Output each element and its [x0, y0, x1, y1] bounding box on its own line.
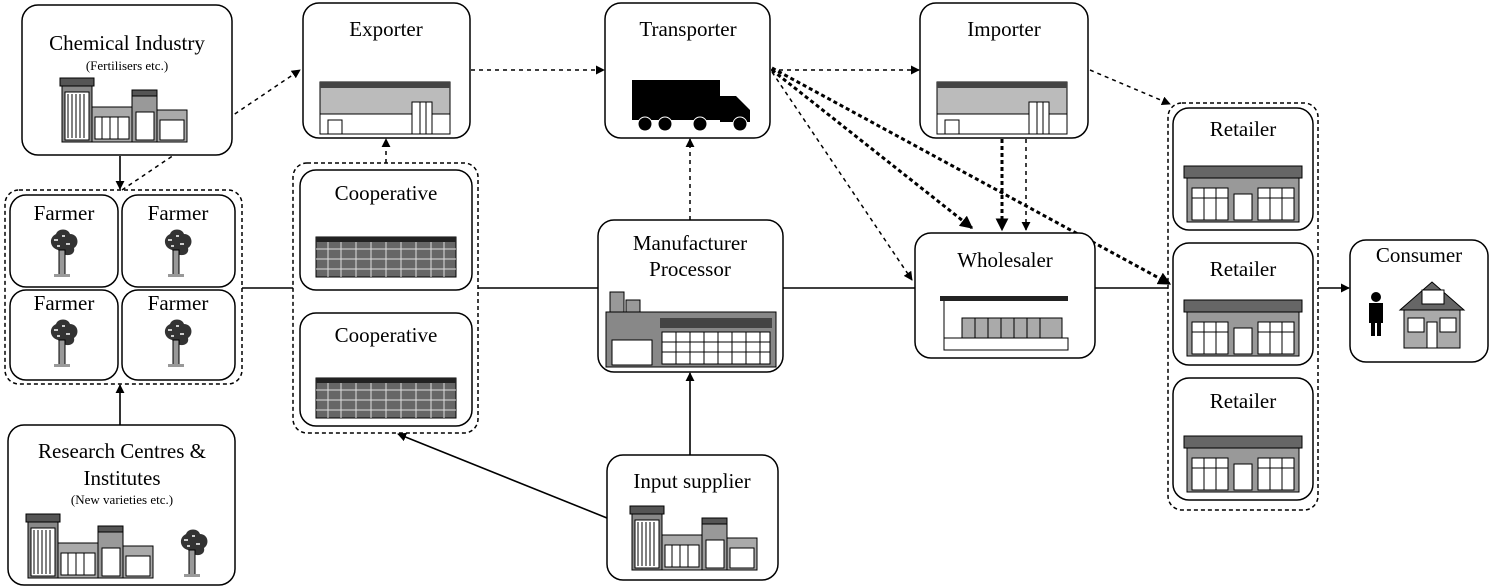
- chemical-industry-title: Chemical Industry: [49, 31, 205, 55]
- arrow-transporter-to-wholesaler-bold: [771, 68, 974, 230]
- wholesaler-label: Wholesaler: [957, 248, 1053, 272]
- store-icon: [1183, 299, 1303, 357]
- node-cooperative: Cooperative: [299, 312, 473, 427]
- warehouse-icon: [319, 81, 451, 135]
- arrow-transporter-to-retailer-bold: [771, 66, 1172, 286]
- farmer-label: Farmer: [34, 201, 95, 225]
- person-icon: [1369, 292, 1383, 336]
- cooperatives-group: Cooperative Cooperative: [292, 162, 479, 434]
- node-consumer: Consumer: [1349, 239, 1489, 363]
- farmer-label: Farmer: [148, 201, 209, 225]
- node-farmer: Farmer: [121, 289, 236, 381]
- warehouse-icon: [940, 296, 1069, 351]
- research-title-line1: Research Centres &: [38, 439, 206, 463]
- manufacturer-label: Manufacturer: [633, 231, 747, 255]
- cooperative-label: Cooperative: [335, 181, 438, 205]
- node-cooperative: Cooperative: [299, 169, 473, 291]
- factory-icon: [605, 291, 777, 368]
- node-wholesaler: Wholesaler: [914, 232, 1096, 359]
- chemical-industry-subtitle: (Fertilisers etc.): [86, 58, 168, 73]
- research-subtitle: (New varieties etc.): [71, 492, 173, 507]
- node-exporter: Exporter: [302, 2, 471, 139]
- consumer-label: Consumer: [1376, 243, 1462, 267]
- connectors: [115, 65, 1350, 519]
- warehouse-icon: [936, 81, 1068, 135]
- node-farmer: Farmer: [9, 289, 119, 381]
- warehouse-icon: [315, 377, 457, 419]
- truck-icon: [632, 80, 750, 132]
- retailer-label: Retailer: [1210, 389, 1276, 413]
- node-farmer: Farmer: [9, 194, 119, 288]
- arrow-transporter-to-wholesaler: [771, 71, 913, 281]
- node-manufacturer-processor: Manufacturer Processor: [597, 219, 784, 373]
- node-input-supplier: Input supplier: [606, 454, 779, 581]
- store-icon: [1183, 435, 1303, 493]
- node-research-centres: Research Centres & Institutes (New varie…: [7, 424, 236, 586]
- exporter-label: Exporter: [349, 17, 422, 41]
- node-retailer: Retailer: [1172, 377, 1314, 501]
- node-retailer: Retailer: [1172, 107, 1314, 231]
- warehouse-icon: [315, 236, 457, 278]
- node-importer: Importer: [919, 2, 1089, 139]
- node-retailer: Retailer: [1172, 242, 1314, 366]
- arrow-input-to-cooperatives: [397, 432, 608, 519]
- store-icon: [1183, 165, 1303, 223]
- farmer-label: Farmer: [34, 291, 95, 315]
- research-title-line2: Institutes: [84, 466, 161, 490]
- cooperative-label: Cooperative: [335, 323, 438, 347]
- transporter-label: Transporter: [639, 17, 736, 41]
- farmers-group: Farmer Farmer Farmer Farmer: [4, 189, 243, 385]
- processor-label: Processor: [649, 257, 731, 281]
- retailer-label: Retailer: [1210, 257, 1276, 281]
- arrow-importer-to-retailers: [1089, 69, 1171, 105]
- importer-label: Importer: [967, 17, 1040, 41]
- node-chemical-industry: Chemical Industry (Fertilisers etc.): [21, 4, 233, 156]
- node-transporter: Transporter: [604, 2, 771, 139]
- input-supplier-label: Input supplier: [633, 469, 750, 493]
- house-icon: [1398, 281, 1466, 349]
- retailer-label: Retailer: [1210, 117, 1276, 141]
- retailers-group: Retailer Retailer Retailer: [1167, 102, 1319, 511]
- farmer-label: Farmer: [148, 291, 209, 315]
- node-farmer: Farmer: [121, 194, 236, 288]
